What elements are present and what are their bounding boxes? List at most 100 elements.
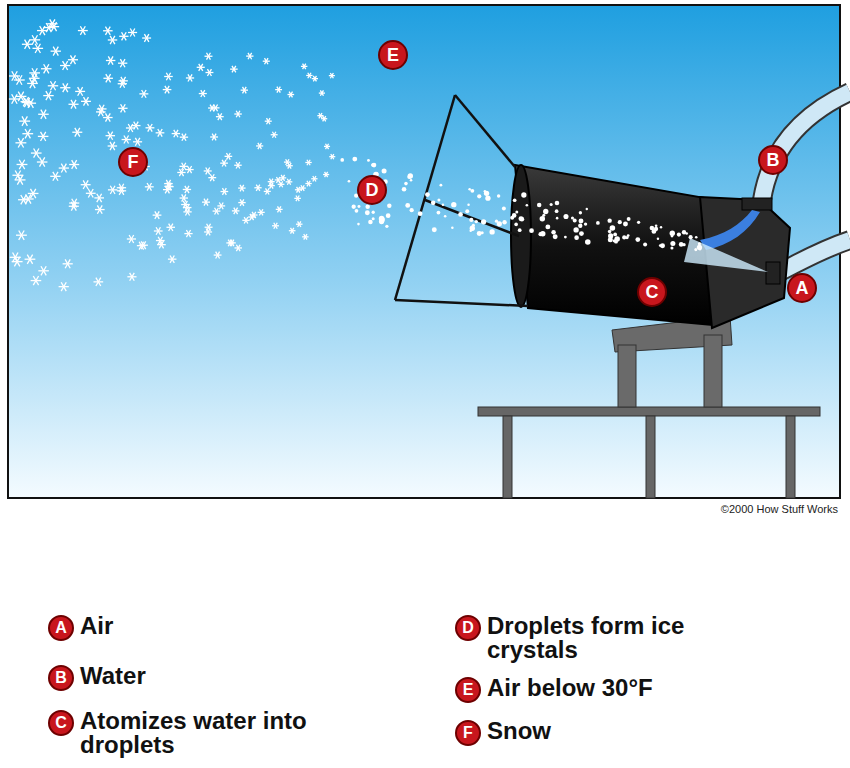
snowflake-stroke	[206, 168, 210, 175]
snowflake-stroke	[169, 224, 173, 231]
droplet	[551, 230, 556, 235]
snowflake-stroke	[204, 199, 208, 206]
snowflake-stroke	[108, 56, 113, 64]
legend-text: Air below 30°F	[487, 676, 717, 700]
snowflake-stroke	[119, 184, 124, 192]
snowflake-stroke	[41, 132, 46, 141]
barrel-mouth	[511, 165, 531, 307]
snowflake-stroke	[134, 122, 139, 130]
snowflake	[16, 230, 27, 239]
snowflake-stroke	[33, 276, 38, 285]
droplet	[529, 228, 534, 233]
snowflake	[154, 227, 163, 235]
snowflake-stroke	[240, 199, 244, 205]
legend-letter: D	[455, 615, 481, 641]
snowflake-stroke	[144, 34, 148, 42]
snowflake-stroke	[169, 224, 173, 231]
snowflake-stroke	[272, 132, 275, 138]
snowflake-stroke	[44, 64, 49, 73]
snowflake	[20, 97, 31, 106]
droplet	[385, 225, 388, 228]
snowflake-stroke	[307, 160, 310, 166]
snowflake-stroke	[307, 181, 310, 187]
snowflake-stroke	[308, 73, 311, 79]
snowflake-stroke	[215, 208, 219, 215]
snowflake-stroke	[65, 259, 70, 268]
snowflake	[216, 113, 224, 120]
snowflake	[184, 230, 192, 237]
droplet	[355, 209, 359, 213]
droplet	[451, 202, 456, 207]
callout-letter: B	[758, 145, 788, 175]
snowflake-stroke	[13, 253, 18, 263]
snowflake-stroke	[98, 108, 103, 116]
air-inlet	[766, 262, 780, 284]
droplet	[379, 216, 385, 222]
droplet	[623, 222, 628, 227]
snowflake-stroke	[232, 66, 236, 73]
snowflake	[284, 159, 291, 165]
snowflake-stroke	[212, 134, 216, 141]
snowflake	[127, 273, 136, 281]
snowflake-stroke	[135, 138, 140, 146]
snowflake-stroke	[228, 240, 232, 247]
snowflake-stroke	[236, 162, 240, 168]
snowflake	[106, 132, 115, 140]
droplet	[477, 194, 481, 198]
snowflake-stroke	[267, 118, 271, 124]
snowflake	[264, 188, 271, 194]
droplet	[695, 236, 698, 239]
snowflake	[31, 148, 42, 157]
snowflake	[254, 185, 261, 191]
droplet	[670, 230, 675, 235]
snowflake-stroke	[165, 86, 169, 93]
snowflake-stroke	[110, 142, 115, 150]
snowflake-stroke	[182, 134, 186, 141]
snowflake-stroke	[121, 104, 126, 112]
snowflake-stroke	[105, 27, 110, 35]
snowflake-stroke	[105, 113, 110, 121]
snowflake-stroke	[291, 228, 294, 234]
snowflake	[94, 194, 104, 202]
snowflake-stroke	[201, 90, 205, 97]
snowflake-stroke	[142, 90, 146, 98]
snowflake-stroke	[148, 124, 152, 132]
snowflake-stroke	[139, 242, 144, 250]
snowflake-stroke	[207, 69, 211, 76]
snowflake-stroke	[267, 118, 271, 124]
droplet	[357, 223, 360, 226]
snowflake-stroke	[72, 199, 77, 208]
droplet	[357, 205, 360, 208]
snowflake-stroke	[185, 208, 189, 215]
snowflake	[323, 172, 329, 177]
snowflake	[311, 176, 317, 181]
air-hose	[780, 240, 850, 272]
snowflake-stroke	[32, 35, 37, 44]
snowflake	[78, 26, 88, 35]
snowflake-stroke	[199, 64, 203, 71]
legend-letter: A	[48, 615, 74, 641]
snowflake-stroke	[80, 26, 85, 35]
droplet	[352, 157, 357, 162]
snowflake	[217, 203, 225, 210]
snowflake-stroke	[170, 255, 174, 262]
droplet	[451, 226, 454, 229]
droplet	[382, 170, 385, 173]
copyright-note: ©2000 How Stuff Works	[721, 503, 838, 515]
snowflake-stroke	[110, 36, 115, 44]
snowflake	[286, 179, 293, 185]
droplet	[697, 245, 702, 250]
droplet	[578, 224, 582, 228]
droplet	[489, 229, 494, 234]
snowflake	[156, 129, 165, 137]
droplet	[579, 231, 584, 236]
snowflake	[212, 104, 220, 111]
snowflake	[204, 229, 212, 236]
snowflake-stroke	[216, 252, 220, 259]
snowflake-stroke	[12, 71, 17, 81]
snowflake-stroke	[210, 174, 214, 181]
snowflake-stroke	[313, 176, 316, 181]
snowflake-stroke	[183, 201, 187, 208]
droplet	[660, 243, 665, 248]
snowflake-stroke	[110, 186, 115, 194]
